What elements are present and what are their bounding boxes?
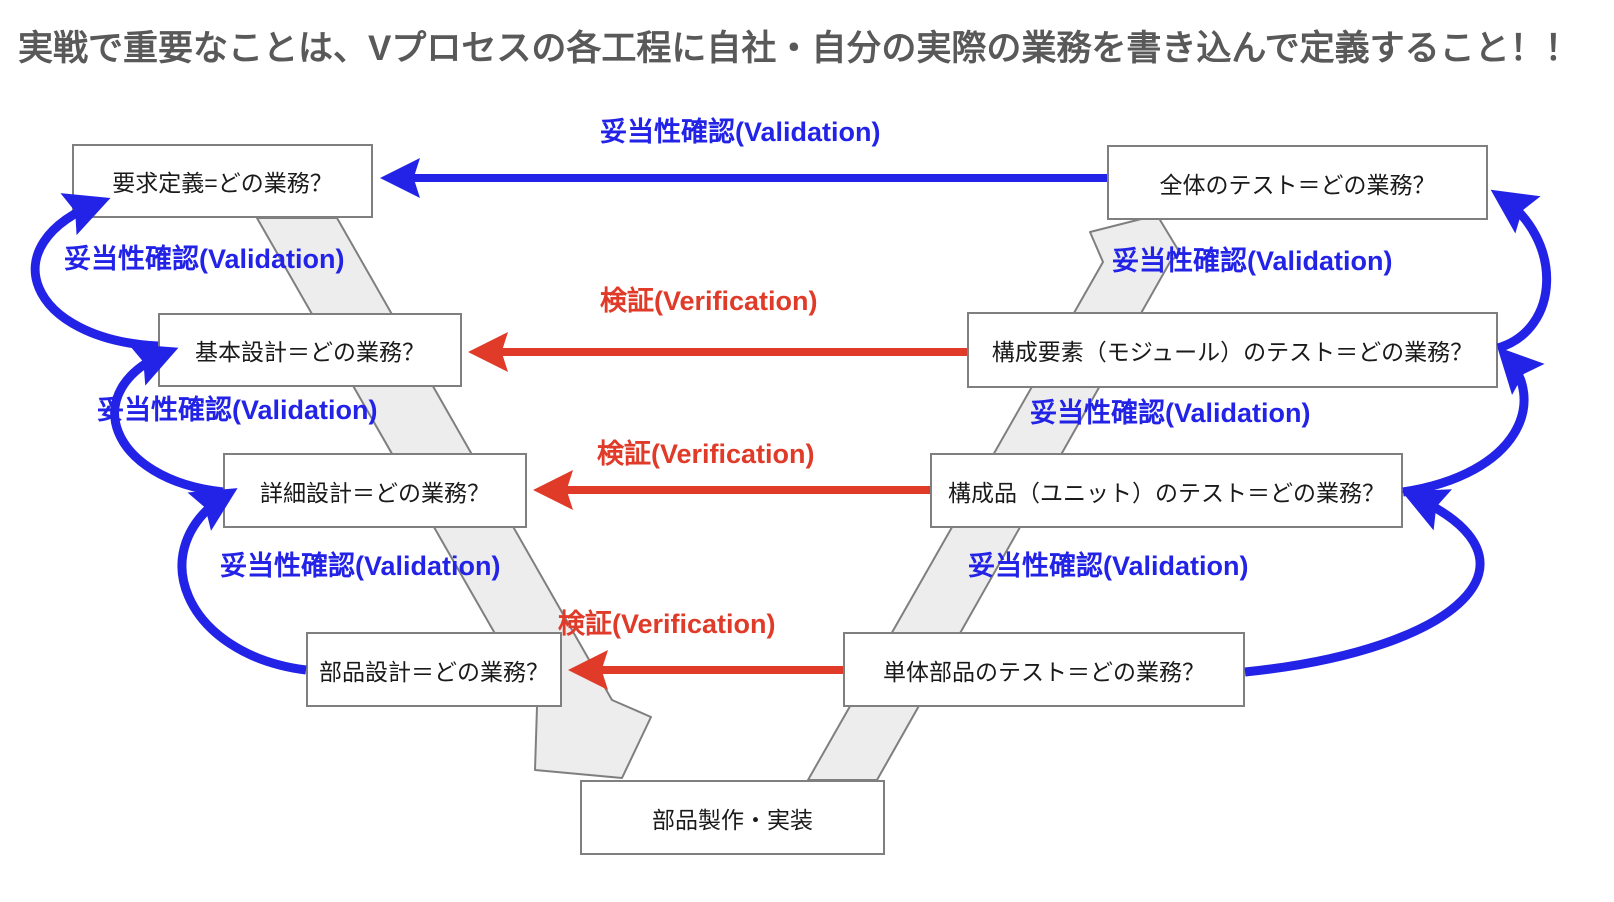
- page-title: 実戦で重要なことは、Vプロセスの各工程に自社・自分の実際の業務を書き込んで定義す…: [18, 29, 1580, 68]
- validation-arc-right-2: [1402, 346, 1545, 497]
- validation-arc-left-3: [177, 488, 307, 675]
- box-basic-design: 基本設計＝どの業務？: [158, 313, 462, 387]
- box-detailed-design: 詳細設計＝どの業務？: [223, 453, 527, 528]
- box-unit-test: 構成品（ユニット）のテスト＝どの業務？: [930, 453, 1403, 528]
- box-module-test: 構成要素（モジュール）のテスト＝どの業務？: [967, 312, 1498, 388]
- label-validation-left-1: 妥当性確認(Validation): [64, 244, 345, 274]
- label-validation-top: 妥当性確認(Validation): [600, 117, 881, 147]
- validation-arc-left-1: [30, 193, 159, 351]
- label-verification-2: 検証(Verification): [597, 439, 815, 469]
- label-validation-right-2: 妥当性確認(Validation): [1030, 398, 1311, 428]
- label-validation-left-2: 妥当性確認(Validation): [97, 395, 378, 425]
- box-single-part-test: 単体部品のテスト＝どの業務？: [843, 632, 1245, 707]
- validation-arc-left-2: [110, 343, 224, 497]
- box-parts-manufacturing: 部品製作・実装: [580, 780, 885, 855]
- validation-arc-right-3: [1244, 489, 1485, 677]
- validation-arc-right-1: [1490, 189, 1552, 353]
- label-verification-3: 検証(Verification): [558, 609, 776, 639]
- label-validation-right-1: 妥当性確認(Validation): [1112, 246, 1393, 276]
- label-validation-right-3: 妥当性確認(Validation): [968, 551, 1249, 581]
- box-requirements-definition: 要求定義=どの業務？: [72, 144, 373, 218]
- label-validation-left-3: 妥当性確認(Validation): [220, 551, 501, 581]
- label-verification-1: 検証(Verification): [600, 286, 818, 316]
- box-overall-test: 全体のテスト＝どの業務？: [1107, 145, 1488, 220]
- box-parts-design: 部品設計＝どの業務？: [306, 632, 562, 707]
